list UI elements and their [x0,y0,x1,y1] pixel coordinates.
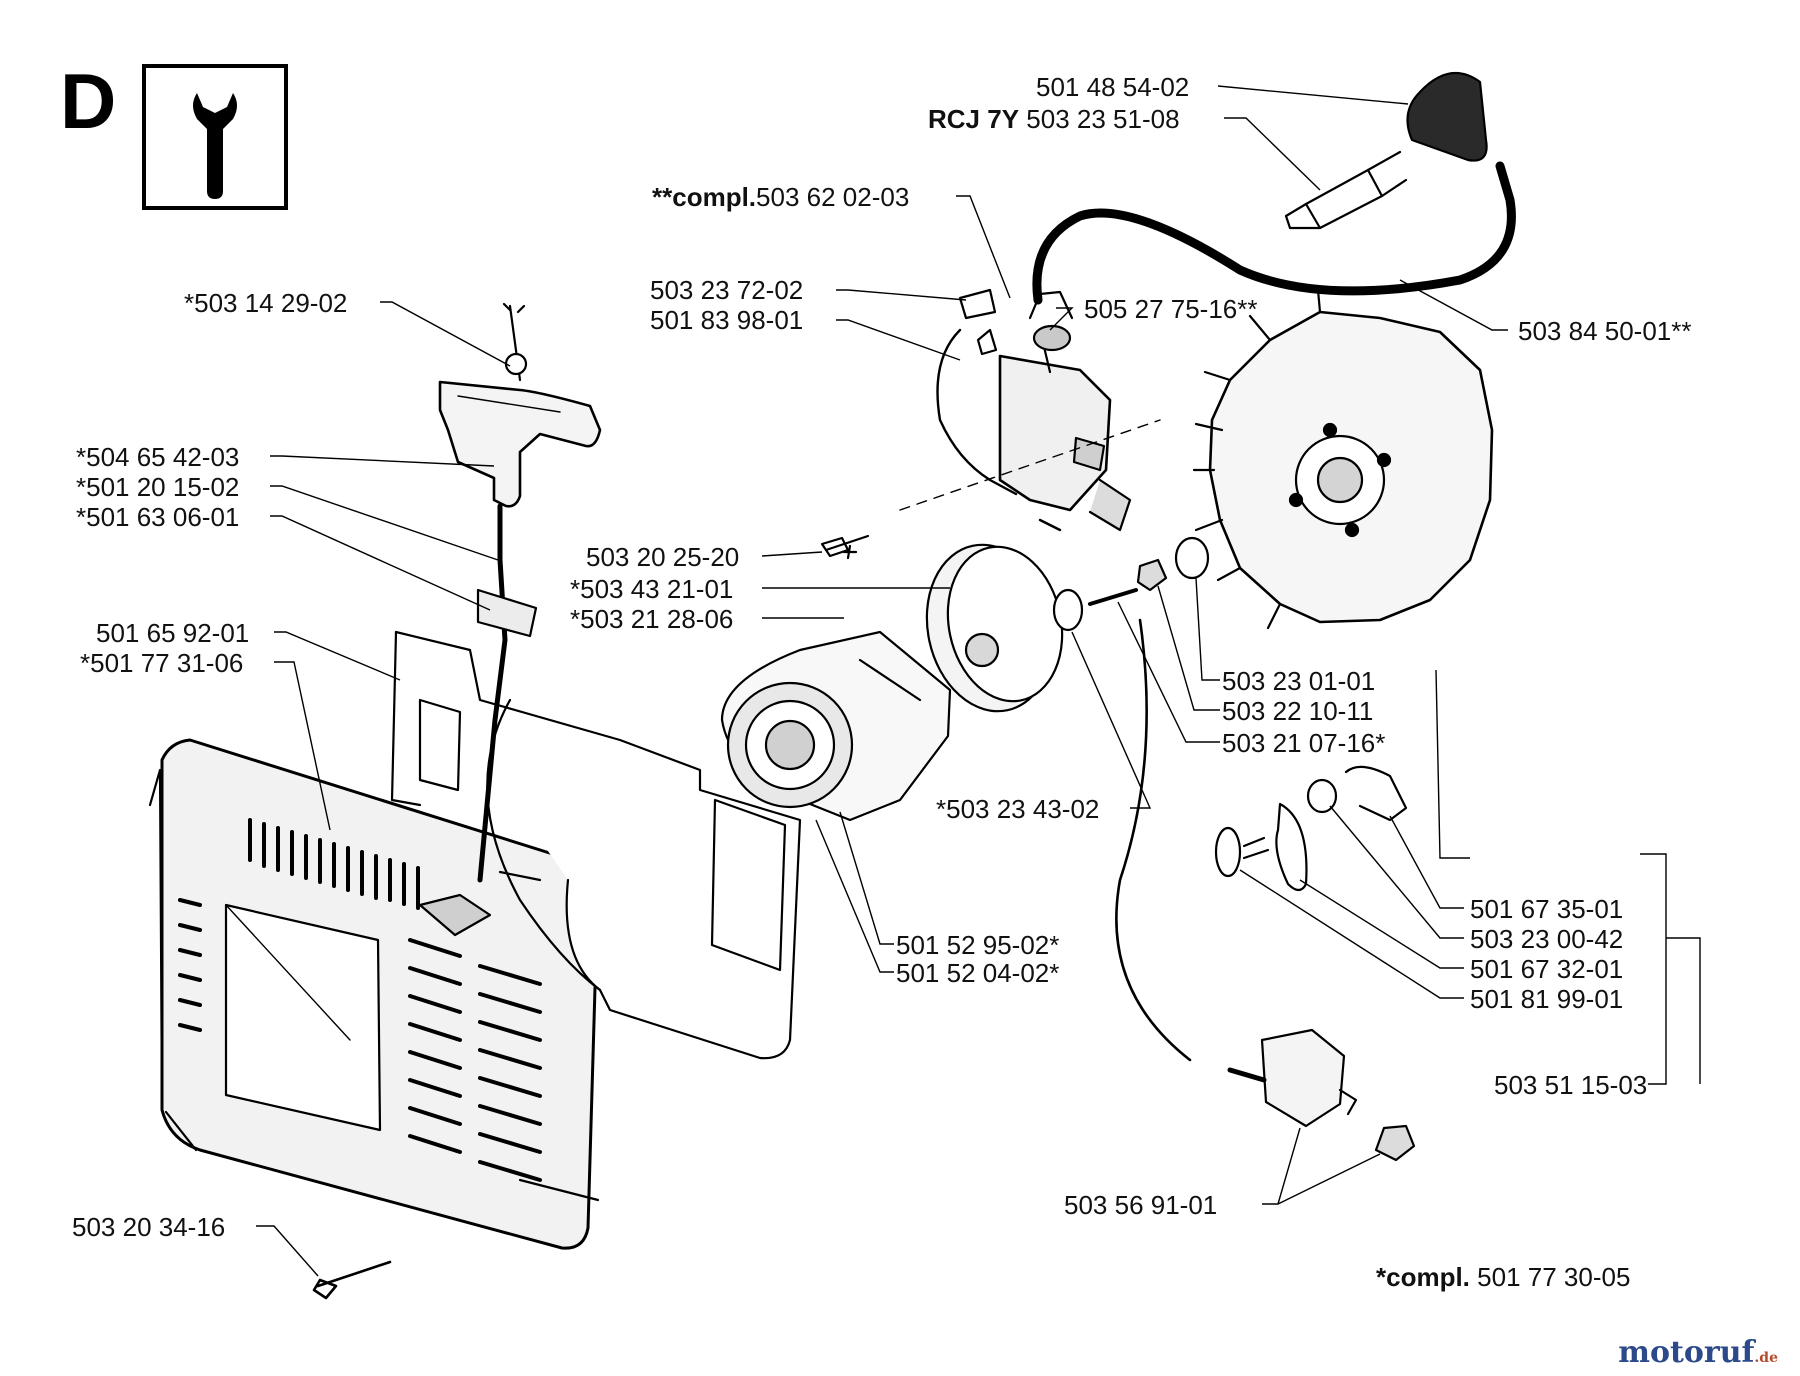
spark-plug [1284,150,1408,230]
label-short-wire-a: 503 23 72-02 [650,275,804,305]
label-cover-screw: 503 20 34-16 [72,1212,226,1242]
spark-plug-type: RCJ 7Y [928,104,1020,134]
starter-handle [438,302,602,508]
watermark-main: motoruf [1618,1335,1755,1370]
label-ignition-module: **compl.503 62 02-03 [652,184,909,210]
label-nut: 503 22 10-11 [1222,696,1374,726]
wrench-icon [193,93,237,199]
pulley-washer [1052,588,1084,632]
label-plug-boot: 501 48 54-02 [1036,72,1190,102]
starter-pulley [842,543,1064,713]
label-module-screw: 503 20 25-20 [586,542,740,572]
module-number: 503 62 02-03 [756,182,910,212]
label-stop-switch: 503 56 91-01 [1064,1190,1218,1220]
washer [1174,536,1210,580]
label-pawl: 501 67 32-01 [1470,954,1624,984]
label-pawl-spring: 501 67 35-01 [1470,894,1624,924]
label-pawl-screw: 501 81 99-01 [1470,984,1624,1014]
label-spring-pin: *503 23 43-02 [936,794,1100,824]
label-short-wire-b: 501 83 98-01 [650,305,804,335]
label-spark-plug: RCJ 7Y 503 23 51-08 [928,106,1180,132]
ignition-module [958,288,1132,532]
label-spring-a: 501 52 95-02* [896,930,1060,960]
label-cover-plate: 501 65 92-01 [96,618,250,648]
starter-rope [477,503,508,883]
compl-number: 501 77 30-05 [1477,1262,1631,1292]
cover-screw [312,1260,392,1300]
label-spring-b: 501 52 04-02* [896,958,1060,988]
label-hv-cable: 505 27 75-16** [1084,294,1258,324]
nut [1136,558,1168,592]
stop-wire [1115,618,1192,1062]
watermark-suffix: .de [1754,1350,1778,1366]
starter-cover [148,738,600,1250]
label-grommet: *501 63 06-01 [76,502,240,532]
recoil-spring-housing [720,630,952,822]
module-ground-wire [936,328,1062,532]
plug-boot [1406,72,1488,162]
label-flywheel: 503 51 15-03 [1494,1070,1648,1100]
flywheel [1192,288,1494,630]
stop-switch [1227,1028,1416,1162]
tool-frame [142,64,288,210]
label-cord: *501 20 15-02 [76,472,240,502]
module-screw [820,534,870,558]
label-stud: 503 21 07-16* [1222,728,1386,758]
label-pulley-screw: *503 21 28-06 [570,604,734,634]
label-handle-screw: *503 14 29-02 [184,288,348,318]
compl-prefix: *compl. [1376,1262,1470,1292]
label-complete-assembly: *compl. 501 77 30-05 [1376,1264,1630,1290]
label-cover: *501 77 31-06 [80,648,244,678]
label-handle: *504 65 42-03 [76,442,240,472]
label-washer: 503 23 01-01 [1222,666,1376,696]
module-prefix: **compl. [652,182,757,212]
watermark-logo: motoruf.de [1618,1338,1778,1368]
stud [1088,588,1138,606]
label-pulley: *503 43 21-01 [570,574,734,604]
rope-grommet [476,588,538,638]
cover-plate [390,630,802,1060]
label-hv-lead: 503 84 50-01** [1518,316,1692,346]
ignition-cable [1032,161,1516,305]
label-pawl-washer: 503 23 00-42 [1470,924,1624,954]
spark-plug-number: 503 23 51-08 [1026,104,1180,134]
section-letter: D [60,57,117,145]
pawl-assembly [1214,765,1408,892]
